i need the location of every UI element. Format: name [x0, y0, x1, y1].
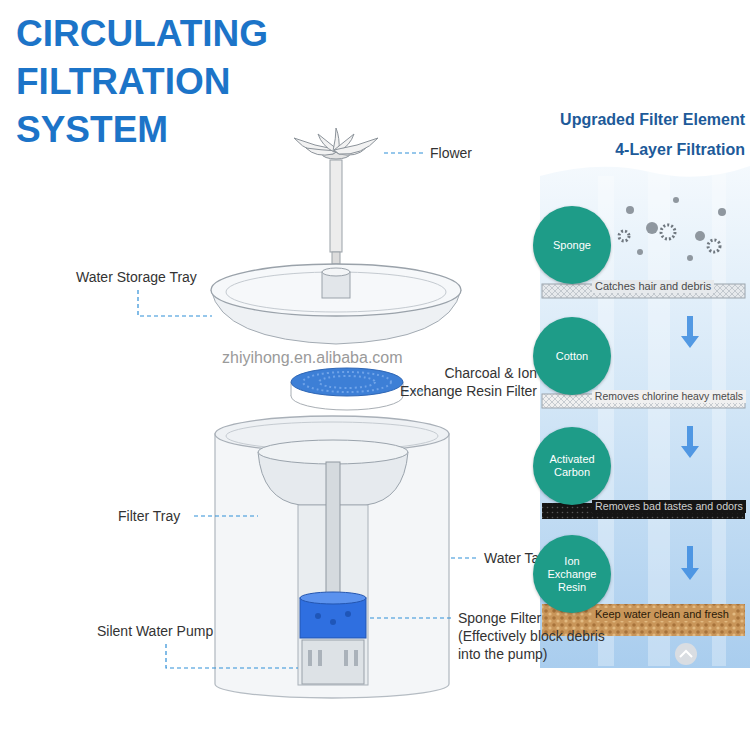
debris-dot	[626, 206, 634, 214]
layer-badge: Ion Exchange Resin	[533, 535, 611, 613]
layer-badge: Cotton	[533, 317, 611, 395]
flower-part	[294, 128, 378, 264]
water-tank	[215, 416, 449, 698]
sponge-pore	[345, 611, 351, 617]
disc-top	[291, 368, 403, 396]
pump-slot	[344, 650, 348, 666]
leader-lines	[138, 153, 479, 668]
debris-dot	[673, 197, 679, 203]
leader-line	[138, 290, 212, 316]
scroll-chevron	[680, 651, 692, 657]
pump-body	[302, 640, 364, 684]
flow-arrow	[681, 316, 699, 348]
scroll-button	[675, 643, 697, 665]
disc-holes	[303, 372, 391, 392]
debris-dot	[695, 231, 705, 241]
debris-gears	[619, 225, 720, 252]
leader-line	[384, 152, 425, 153]
debris-gear	[619, 231, 629, 241]
flow-arrows	[681, 316, 699, 580]
pump-slot	[318, 650, 322, 666]
storage-tray	[211, 264, 461, 344]
leader-line	[194, 515, 258, 516]
debris-gear	[708, 240, 720, 252]
water-streak	[648, 172, 670, 666]
layer-name: Ion Exchange Resin	[543, 555, 601, 594]
layer-name: Cotton	[556, 350, 588, 363]
leader-line	[166, 644, 298, 668]
flower-stem	[330, 160, 342, 252]
filter-disc	[291, 368, 403, 410]
part-name: Flower	[430, 144, 472, 162]
layer-caption: Catches hair and debris	[592, 280, 714, 293]
flower-petal	[334, 138, 378, 154]
debris-dot	[646, 222, 658, 234]
leader-line	[370, 617, 453, 618]
layer-badge: Sponge	[533, 206, 611, 284]
part-name: Filter Tray	[118, 507, 180, 525]
flow-arrow	[681, 426, 699, 458]
part-name: Sponge Filter (Effectively block debris …	[458, 609, 610, 663]
panel-heading: 4-Layer Filtration	[480, 140, 745, 160]
tank-body	[215, 434, 449, 698]
page-title: CIRCULATING FILTRATION SYSTEM	[16, 10, 291, 154]
water-streak	[712, 170, 726, 666]
layer-name: Sponge	[553, 239, 591, 252]
debris-dot	[687, 255, 693, 261]
tray-inner-rim	[226, 272, 446, 312]
debris-dot	[718, 208, 726, 216]
layer-caption: Removes bad tastes and odors	[592, 500, 746, 513]
sponge-top	[300, 592, 366, 604]
pump-slot	[354, 650, 358, 666]
filter-tray-rim	[258, 440, 408, 464]
flower-nozzle	[332, 252, 340, 264]
layer-caption: Removes chlorine heavy metals	[592, 390, 746, 403]
pump-slot	[308, 650, 312, 666]
debris-gear	[661, 225, 675, 239]
sponge-pore	[315, 613, 321, 619]
leader-line	[451, 557, 479, 558]
layer-caption: Keep water clean and fresh	[592, 608, 732, 621]
part-name: Water Storage Tray	[76, 268, 197, 286]
disc-holes	[319, 376, 375, 388]
debris	[626, 197, 726, 261]
sponge-pore	[330, 619, 336, 625]
tray-rim	[211, 264, 461, 316]
layer-badge: Activated Carbon	[533, 427, 611, 505]
layer-name: Activated Carbon	[543, 453, 601, 479]
tray-hub-top	[322, 268, 350, 276]
part-name: Silent Water Pump	[97, 622, 213, 640]
part-name: Charcoal & Ion Exchange Resin Filter	[400, 364, 537, 400]
debris-dot	[637, 249, 643, 255]
panel-heading: Upgraded Filter Element	[480, 110, 745, 130]
watermark: zhiyihong.en.alibaba.com	[222, 349, 403, 367]
center-pipe	[326, 462, 340, 598]
flow-arrow	[681, 546, 699, 580]
